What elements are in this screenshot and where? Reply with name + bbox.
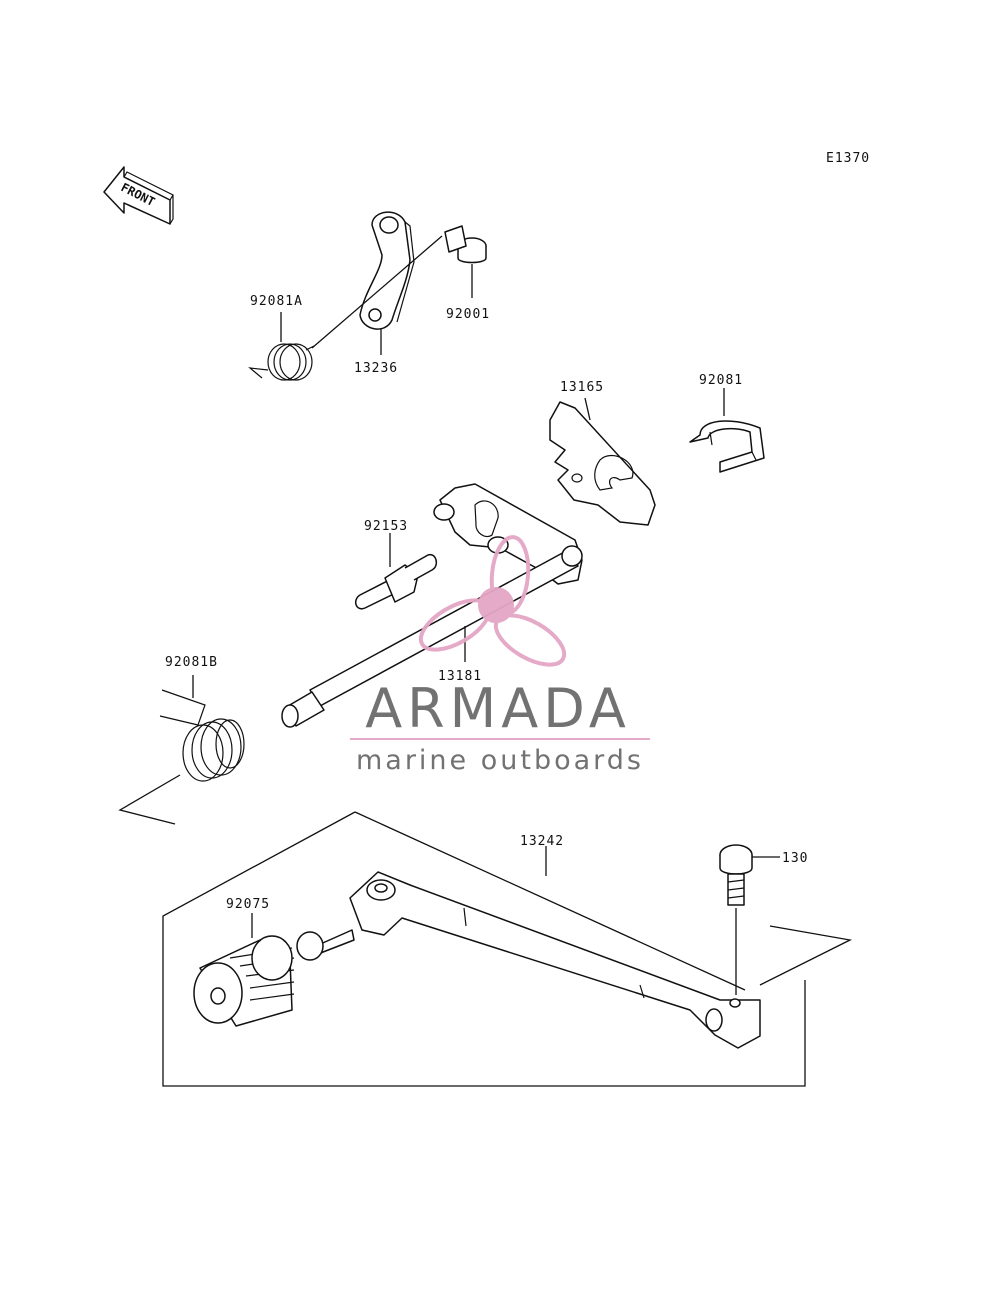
pedal-rubber-92075-part — [193, 935, 295, 1027]
leader-13165 — [584, 397, 591, 421]
diagram-code: E1370 — [826, 151, 870, 166]
stud-92153-part — [354, 553, 438, 610]
part-label-92081A: 92081A — [250, 294, 303, 309]
bolt-130-part — [719, 844, 753, 906]
part-label-13181: 13181 — [438, 669, 482, 684]
brand-tagline: marine outboards — [356, 745, 644, 776]
shift-lever-bracket-part — [359, 211, 415, 330]
part-label-92075: 92075 — [226, 897, 270, 912]
leader-92081B-bracket — [118, 774, 181, 825]
part-label-92081B: 92081B — [165, 655, 218, 670]
part-label-13165: 13165 — [560, 380, 604, 395]
shift-pedal-13242-part — [296, 871, 761, 1049]
brand-name: ARMADA — [365, 677, 631, 740]
assembly-axis-line — [311, 235, 443, 349]
part-label-92001: 92001 — [446, 307, 490, 322]
spring-92081B-part — [159, 689, 245, 782]
bolt-92001-part — [444, 225, 487, 264]
assembly-frame-upper — [354, 811, 853, 991]
part-label-13242: 13242 — [520, 834, 564, 849]
part-label-92081: 92081 — [699, 373, 743, 388]
spring-92081A-part — [248, 343, 315, 381]
clip-92081-part — [689, 420, 765, 473]
front-arrow-icon: FRONT — [103, 166, 174, 225]
plate-13165-part — [549, 401, 656, 526]
propeller-icon — [418, 535, 567, 667]
part-label-130: 130 — [782, 851, 808, 866]
part-label-13236: 13236 — [354, 361, 398, 376]
armada-logo: ARMADA marine outboards — [350, 535, 650, 776]
assembly-frame — [162, 811, 806, 1087]
part-label-92153: 92153 — [364, 519, 408, 534]
